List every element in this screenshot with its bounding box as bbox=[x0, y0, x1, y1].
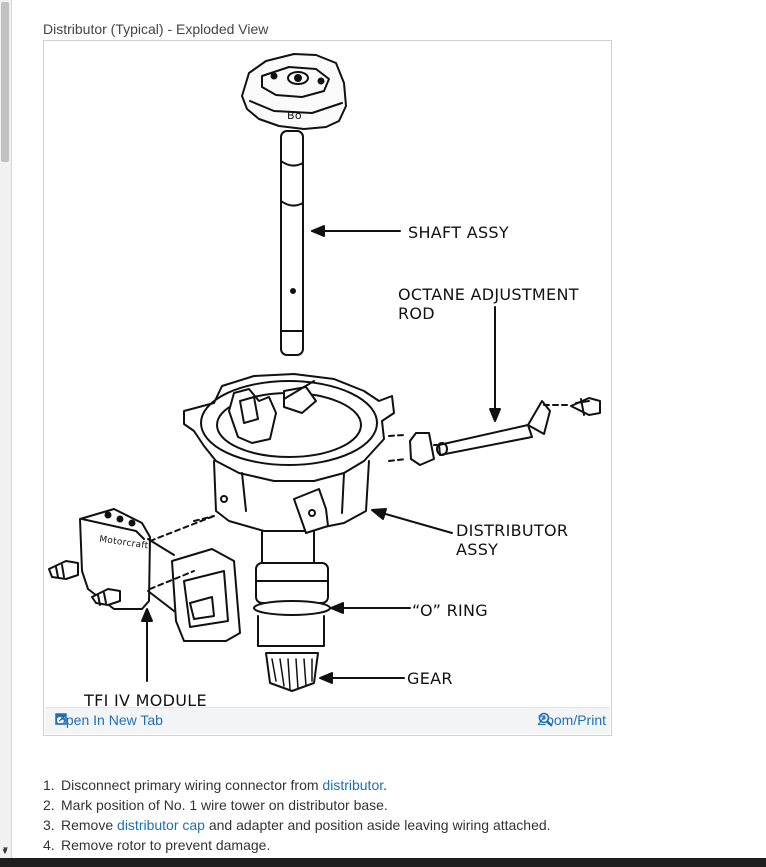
label-distributor-line2: ASSY bbox=[456, 540, 499, 559]
octane-rod-screw bbox=[570, 397, 601, 416]
step-text: Mark position of No. 1 wire tower on dis… bbox=[61, 797, 388, 813]
scroll-down-small-icon[interactable]: ▼ bbox=[1, 847, 9, 856]
shaft-top-hole bbox=[287, 71, 309, 85]
label-distributor-line1: DISTRIBUTOR bbox=[456, 521, 569, 540]
step-text: Disconnect primary wiring connector from bbox=[61, 777, 323, 793]
octane-rod-bar bbox=[438, 424, 533, 456]
figure-caption: Distributor (Typical) - Exploded View bbox=[43, 21, 269, 37]
figure-toolbar: Open In New Tab Zoom/Print bbox=[45, 707, 610, 734]
figure-frame: Bo Motorcraft SHAFT ASSY OCTANE ADJUSTME… bbox=[43, 40, 612, 736]
zoom-print-label: Zoom/Print bbox=[537, 712, 606, 728]
bottom-bar bbox=[0, 858, 766, 867]
step-number: 2. bbox=[43, 797, 55, 813]
step-text: Remove bbox=[61, 817, 118, 833]
step-item: 1. Disconnect primary wiring connector fr… bbox=[43, 775, 551, 795]
step-item: 3. Remove distributor cap and adapter and… bbox=[43, 815, 551, 835]
housing-bore bbox=[200, 380, 378, 466]
procedure-steps: 1. Disconnect primary wiring connector fr… bbox=[43, 775, 551, 855]
step-item: 4. Remove rotor to prevent damage. bbox=[43, 835, 551, 855]
o-ring-visual bbox=[253, 600, 331, 616]
label-octane-line2: ROD bbox=[398, 304, 435, 323]
shaft-stamp-text: Bo bbox=[287, 109, 302, 122]
step-number: 4. bbox=[43, 837, 55, 853]
distributor-cap-link[interactable]: distributor cap bbox=[117, 817, 205, 833]
shaft-top-plate bbox=[261, 66, 330, 98]
tfi-connector bbox=[171, 548, 241, 642]
zoom-magnifier-icon bbox=[538, 712, 553, 727]
step-number: 3. bbox=[43, 817, 55, 833]
label-o-ring: “O” RING bbox=[412, 601, 489, 620]
scroll-down-arrow-icon[interactable]: ▼ bbox=[1, 845, 10, 854]
zoom-print-link[interactable]: Zoom/Print bbox=[538, 712, 606, 728]
label-octane-line1: OCTANE ADJUSTMENT bbox=[398, 285, 579, 304]
label-shaft-assy: SHAFT ASSY bbox=[408, 223, 509, 242]
step-number: 1. bbox=[43, 777, 55, 793]
step-item: 2. Mark position of No. 1 wire tower on d… bbox=[43, 795, 551, 815]
open-in-new-tab-link[interactable]: Open In New Tab bbox=[55, 712, 163, 728]
octane-rod-bushing bbox=[409, 432, 435, 466]
scrollbar-thumb[interactable] bbox=[1, 2, 9, 162]
shaft-rod bbox=[280, 130, 304, 356]
page-scrollbar[interactable]: ▼ bbox=[0, 0, 12, 867]
step-text-end: and adapter and position aside leaving w… bbox=[204, 817, 551, 833]
step-text: Remove rotor to prevent damage. bbox=[61, 837, 271, 853]
distributor-exploded-diagram bbox=[48, 53, 601, 692]
tfi-module-body bbox=[79, 508, 151, 610]
open-in-new-tab-label: Open In New Tab bbox=[55, 712, 163, 728]
step-text-end: . bbox=[383, 777, 388, 793]
collar bbox=[255, 562, 329, 604]
label-tfi-module: TFI IV MODULE bbox=[84, 691, 207, 710]
distributor-link[interactable]: distributor bbox=[322, 777, 384, 793]
new-tab-icon bbox=[55, 713, 67, 725]
label-gear: GEAR bbox=[407, 669, 453, 688]
